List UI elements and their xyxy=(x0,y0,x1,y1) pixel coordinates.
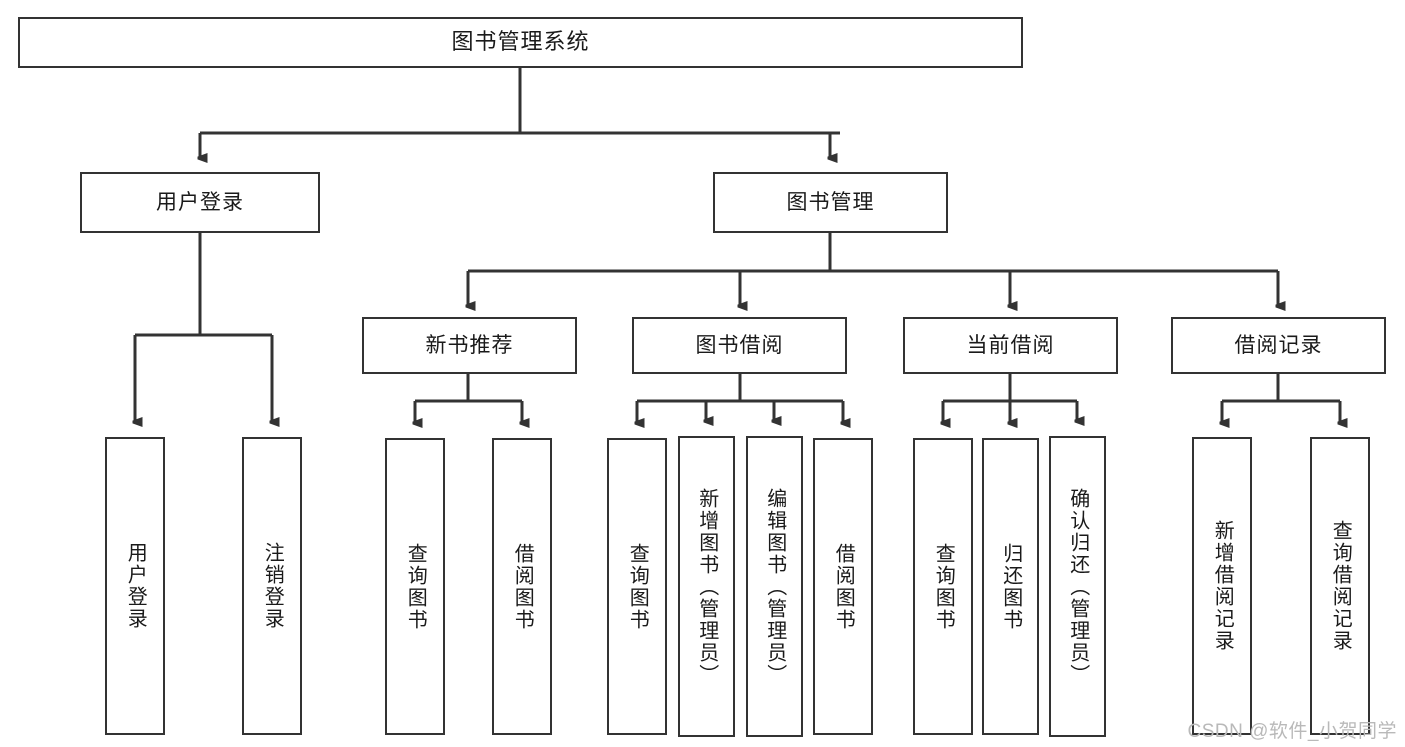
node-label: 图书管理系统 xyxy=(451,29,590,55)
node-label: 借阅记录 xyxy=(1234,333,1323,357)
leaf-borrow-query-book[interactable]: 查询图书 xyxy=(607,438,667,735)
node-label: 图书管理 xyxy=(786,190,875,214)
leaf-label: 借阅图书 xyxy=(832,542,855,631)
leaf-label: 查询图书 xyxy=(932,542,955,631)
leaf-label: 借阅图书 xyxy=(511,542,534,631)
node-current-borrow[interactable]: 当前借阅 xyxy=(903,317,1118,374)
node-user-login[interactable]: 用户登录 xyxy=(80,172,320,233)
leaf-record-query-borrow-record[interactable]: 查询借阅记录 xyxy=(1310,437,1370,735)
leaf-label: 编辑图书（管理员） xyxy=(763,487,786,686)
leaf-label: 新增借阅记录 xyxy=(1211,520,1234,652)
leaf-user-logout[interactable]: 注销登录 xyxy=(242,437,302,735)
leaf-label: 归还图书 xyxy=(999,542,1022,631)
leaf-current-return-book[interactable]: 归还图书 xyxy=(982,438,1039,735)
watermark-text: CSDN @软件_小贺同学 xyxy=(1187,721,1397,742)
leaf-label: 查询图书 xyxy=(404,542,427,631)
leaf-label: 新增图书（管理员） xyxy=(695,487,718,686)
leaf-label: 查询图书 xyxy=(626,542,649,631)
node-label: 图书借阅 xyxy=(695,333,784,357)
node-label: 当前借阅 xyxy=(966,333,1055,357)
leaf-borrow-borrow-book[interactable]: 借阅图书 xyxy=(813,438,873,735)
leaf-label: 用户登录 xyxy=(124,542,147,630)
leaf-current-query-book[interactable]: 查询图书 xyxy=(913,438,973,735)
leaf-label: 确认归还（管理员） xyxy=(1066,487,1089,686)
leaf-borrow-add-book-admin[interactable]: 新增图书（管理员） xyxy=(678,436,735,737)
node-root-book-management-system[interactable]: 图书管理系统 xyxy=(18,17,1023,68)
leaf-record-add-borrow-record[interactable]: 新增借阅记录 xyxy=(1192,437,1252,735)
node-book-borrow[interactable]: 图书借阅 xyxy=(632,317,847,374)
node-book-management[interactable]: 图书管理 xyxy=(713,172,948,233)
node-label: 新书推荐 xyxy=(425,333,514,357)
leaf-recommend-query-book[interactable]: 查询图书 xyxy=(385,438,445,735)
node-borrow-record[interactable]: 借阅记录 xyxy=(1171,317,1386,374)
leaf-user-login[interactable]: 用户登录 xyxy=(105,437,165,735)
leaf-label: 查询借阅记录 xyxy=(1329,520,1352,652)
leaf-current-confirm-return-admin[interactable]: 确认归还（管理员） xyxy=(1049,436,1106,737)
node-label: 用户登录 xyxy=(156,190,244,214)
leaf-recommend-borrow-book[interactable]: 借阅图书 xyxy=(492,438,552,735)
leaf-borrow-edit-book-admin[interactable]: 编辑图书（管理员） xyxy=(746,436,803,737)
leaf-label: 注销登录 xyxy=(261,542,284,630)
node-new-book-recommend[interactable]: 新书推荐 xyxy=(362,317,577,374)
